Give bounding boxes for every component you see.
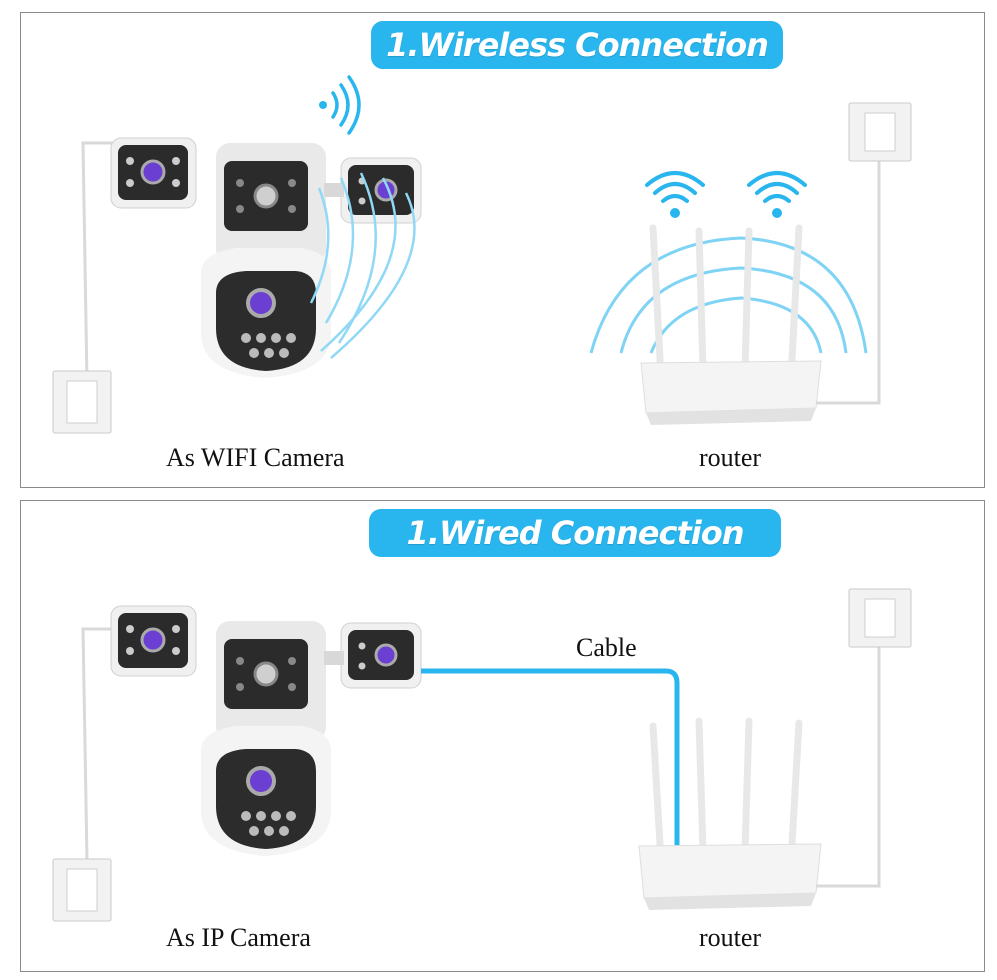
wireless-diagram [52,75,912,434]
router-power-cable [816,646,881,888]
wifi-icon [747,171,807,218]
router-icon [638,717,822,910]
wireless-connection-title: 1.Wireless Connection [371,21,783,69]
wireless-connection-panel: 1.Wireless Connection [20,12,985,488]
wall-outlet-icon [52,370,112,434]
wired-connection-panel: 1.Wired Connection [20,500,985,972]
network-cable [421,668,680,846]
wall-outlet-icon [848,588,912,648]
router-power-cable [816,158,881,405]
wall-outlet-icon [52,858,112,922]
camera-power-cable [81,627,121,862]
camera-caption: As IP Camera [166,923,311,952]
router-caption: router [699,923,762,952]
camera-icon [110,605,422,856]
cable-label: Cable [576,633,637,662]
wired-diagram [52,588,912,922]
camera-icon [110,137,422,378]
wifi-icon [645,171,705,218]
router-icon [640,224,822,425]
wired-connection-title: 1.Wired Connection [369,509,781,557]
camera-power-cable [81,141,121,384]
wall-outlet-icon [848,102,912,162]
camera-wave-arcs [309,172,416,359]
router-wave-arcs [589,236,868,354]
router-caption: router [699,443,762,472]
camera-caption: As WIFI Camera [166,443,345,472]
camera-wifi-signal-icon [319,75,361,135]
